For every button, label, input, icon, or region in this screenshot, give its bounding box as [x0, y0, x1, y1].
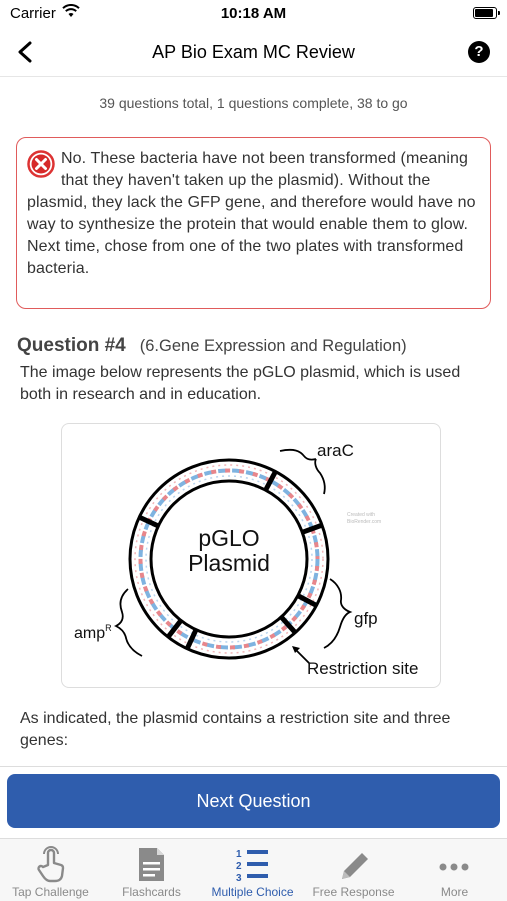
- carrier-label: Carrier: [10, 5, 56, 22]
- more-dots-icon: [439, 863, 469, 871]
- progress-summary: 39 questions total, 1 questions complete…: [99, 95, 408, 111]
- tab-multiple-choice[interactable]: 1 2 3 Multiple Choice: [202, 839, 303, 901]
- clock: 10:18 AM: [220, 5, 287, 22]
- status-bar: Carrier 10:18 AM: [0, 0, 507, 30]
- label-gfp: gfp: [354, 609, 378, 628]
- tab-label: Tap Challenge: [12, 885, 89, 899]
- tab-more[interactable]: More: [404, 839, 505, 901]
- divider: [0, 766, 507, 767]
- page-title: AP Bio Exam MC Review: [152, 42, 355, 62]
- segment-divider: [279, 615, 298, 635]
- tab-flashcards[interactable]: Flashcards: [101, 839, 202, 901]
- incorrect-x-icon: [27, 150, 55, 178]
- svg-text:2: 2: [236, 861, 242, 872]
- segment-divider: [263, 470, 278, 492]
- tab-label: More: [440, 885, 469, 899]
- wifi-icon: [62, 4, 80, 17]
- tab-label: Free Response: [312, 885, 395, 899]
- watermark-line2: BioRender.com: [347, 519, 381, 525]
- segment-divider: [184, 628, 199, 650]
- label-arac: araC: [317, 441, 354, 460]
- tab-label: Multiple Choice: [211, 885, 294, 899]
- plasmid-name-line2: Plasmid: [188, 550, 270, 576]
- plasmid-figure: pGLO Plasmid Created with BioRender.com …: [61, 423, 441, 688]
- battery-icon: [473, 7, 500, 19]
- segment-divider: [296, 593, 318, 608]
- back-chevron-icon[interactable]: [14, 40, 38, 64]
- segment-divider: [166, 618, 183, 639]
- flashcard-icon: [139, 848, 164, 881]
- next-question-button[interactable]: Next Question: [7, 774, 500, 828]
- tab-tap-challenge[interactable]: Tap Challenge: [0, 839, 101, 901]
- numbered-list-icon: 1 2 3: [236, 849, 268, 883]
- answer-feedback-box: No. These bacteria have not been transfo…: [16, 137, 491, 309]
- label-ampr: ampR: [74, 623, 112, 642]
- tab-free-response[interactable]: Free Response: [303, 839, 404, 901]
- svg-text:3: 3: [236, 873, 242, 883]
- question-category: (6.Gene Expression and Regulation): [139, 337, 407, 355]
- question-followup-text: As indicated, the plasmid contains a res…: [20, 710, 451, 749]
- segment-divider: [138, 514, 160, 529]
- question-header: Question #4 (6.Gene Expression and Regula…: [17, 335, 407, 357]
- question-text: The image below represents the pGLO plas…: [20, 364, 461, 403]
- svg-text:1: 1: [236, 849, 242, 860]
- pencil-icon: [342, 853, 368, 879]
- tab-bar: Tap Challenge Flashcards 1 2 3 Multiple …: [0, 838, 507, 901]
- feedback-text: No. These bacteria have not been transfo…: [27, 150, 476, 277]
- question-number: Question #4: [17, 335, 126, 356]
- help-icon[interactable]: ?: [468, 41, 490, 63]
- pglo-plasmid-diagram: pGLO Plasmid Created with BioRender.com …: [74, 441, 418, 678]
- tap-hand-icon: [37, 846, 65, 883]
- watermark-line1: Created with: [347, 512, 375, 518]
- label-restriction-site: Restriction site: [307, 659, 418, 678]
- plasmid-name-line1: pGLO: [198, 525, 259, 551]
- tab-label: Flashcards: [122, 885, 181, 899]
- segment-divider: [301, 522, 323, 535]
- navigation-bar: AP Bio Exam MC Review ?: [0, 30, 507, 77]
